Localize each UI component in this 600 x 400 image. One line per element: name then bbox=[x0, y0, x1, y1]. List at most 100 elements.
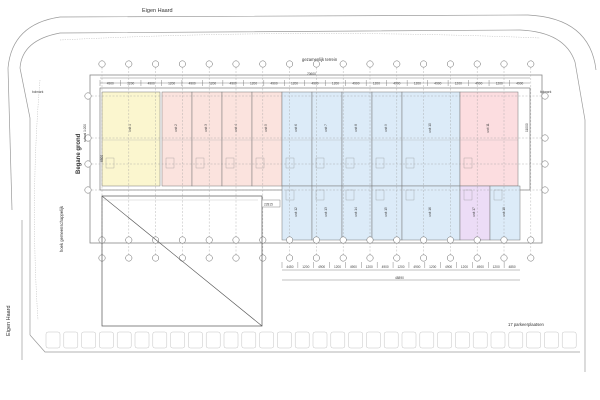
bottom-dimension: 4850 bbox=[509, 265, 516, 269]
courtyard-label: hoek gemeenschappelijk bbox=[59, 205, 64, 252]
top-dimension: 4900 bbox=[352, 82, 359, 86]
bottom-dimension: 1200 bbox=[397, 265, 404, 269]
neighbour-label-left: Eigen Haard bbox=[6, 305, 12, 336]
top-dimension: 1200 bbox=[496, 82, 503, 86]
top-dimension: 4900 bbox=[393, 82, 400, 86]
courtyard-area bbox=[101, 195, 263, 327]
corner-label-right: bolmark bbox=[540, 90, 552, 94]
grid-bubble-J bbox=[339, 60, 347, 262]
unit-14: unit 14 bbox=[341, 185, 373, 241]
top-dimension: 1200 bbox=[209, 82, 216, 86]
unit-label: unit 2 bbox=[174, 124, 178, 132]
unit-5: unit 5 bbox=[251, 91, 283, 187]
bottom-dimension: 4900 bbox=[350, 265, 357, 269]
parking-label: 17 parkeerplaatsen bbox=[508, 322, 545, 327]
bottom-dimension: 4900 bbox=[318, 265, 325, 269]
unit-6: unit 6 bbox=[281, 91, 313, 187]
units-lower-row: unit 12 unit 13 unit 14 unit 15 unit 16 unit … bbox=[281, 185, 521, 241]
inner-dimension: 22815 bbox=[264, 203, 273, 207]
grid-bubble-C bbox=[152, 60, 160, 262]
top-dimension: 1200 bbox=[414, 82, 421, 86]
grid-row-bubble-2 bbox=[84, 134, 549, 142]
top-dimension: 1200 bbox=[373, 82, 380, 86]
grid-bubble-N bbox=[446, 60, 454, 262]
top-dimension: 1200 bbox=[332, 82, 339, 86]
unit-label: unit 15 bbox=[384, 207, 388, 217]
unit-9: unit 9 bbox=[371, 91, 403, 187]
grid-bubble-I bbox=[312, 60, 320, 262]
unit-label: unit 14 bbox=[354, 207, 358, 217]
top-dimension: 4900 bbox=[107, 82, 114, 86]
grid-row-bubble-3 bbox=[84, 160, 549, 168]
bottom-dimension: 4900 bbox=[382, 265, 389, 269]
unit-label: unit 8 bbox=[354, 124, 358, 132]
top-dimension: 4900 bbox=[311, 82, 318, 86]
unit-4: unit 4 bbox=[221, 91, 253, 187]
site-boundary bbox=[7, 14, 597, 372]
unit-label: unit 16 bbox=[428, 207, 432, 217]
grid-bubble-O bbox=[473, 60, 481, 262]
scale-label: schaal 1:200 bbox=[83, 124, 87, 142]
top-dimension: 1200 bbox=[250, 82, 257, 86]
bottom-dimension: 4900 bbox=[413, 265, 420, 269]
corner-label-left: bolmark bbox=[32, 90, 44, 94]
top-dimension: 4900 bbox=[148, 82, 155, 86]
bottom-dimension: 4900 bbox=[477, 265, 484, 269]
bottom-dimension: 1200 bbox=[366, 265, 373, 269]
top-dimension: 4900 bbox=[271, 82, 278, 86]
unit-17: unit 17 bbox=[459, 185, 491, 241]
grid-bubbles bbox=[84, 60, 549, 262]
grid-bubble-F bbox=[232, 60, 240, 262]
unit-12: unit 12 bbox=[281, 185, 313, 241]
bottom-total-dimension: 48890 bbox=[395, 276, 404, 280]
top-dimension: 4900 bbox=[230, 82, 237, 86]
bottom-dimension: 1200 bbox=[461, 265, 468, 269]
unit-15: unit 15 bbox=[371, 185, 403, 241]
top-dimension: 1200 bbox=[455, 82, 462, 86]
grid-row-bubble-4 bbox=[84, 186, 549, 194]
unit-label: unit 3 bbox=[204, 124, 208, 132]
unit-3: unit 3 bbox=[191, 91, 223, 187]
unit-label: unit 17 bbox=[472, 207, 476, 217]
grid-bubble-L bbox=[393, 60, 401, 262]
unit-label: unit 1 bbox=[128, 124, 132, 132]
grid-bubble-M bbox=[420, 60, 428, 262]
bottom-dimension: 4900 bbox=[445, 265, 452, 269]
bottom-dimension: 1200 bbox=[493, 265, 500, 269]
top-dimension: 1200 bbox=[168, 82, 175, 86]
grid-bubble-Q bbox=[527, 60, 535, 262]
grid-lines bbox=[88, 64, 545, 260]
unit-label: unit 13 bbox=[324, 207, 328, 217]
unit-label: unit 11 bbox=[486, 123, 490, 133]
hedge-top bbox=[34, 33, 541, 321]
unit-8: unit 8 bbox=[341, 91, 373, 187]
unit-label: unit 10 bbox=[428, 123, 432, 133]
grid-bubble-E bbox=[205, 60, 213, 262]
unit-1: unit 1 bbox=[101, 91, 161, 187]
unit-2: unit 2 bbox=[161, 91, 193, 187]
left-edge-dimension: 6800 bbox=[100, 155, 104, 162]
bottom-dimension: 1200 bbox=[302, 265, 309, 269]
floor-title: Begane grond bbox=[76, 133, 82, 174]
top-dimension: 4900 bbox=[189, 82, 196, 86]
grid-bubble-P bbox=[500, 60, 508, 262]
unit-18: unit 18 bbox=[489, 185, 521, 241]
parking-area bbox=[45, 331, 577, 349]
unit-7: unit 7 bbox=[311, 91, 343, 187]
grid-bubble-H bbox=[286, 60, 294, 262]
grid-bubble-B bbox=[125, 60, 133, 262]
unit-11: unit 11 bbox=[459, 91, 519, 187]
top-dimension: 4900 bbox=[434, 82, 441, 86]
unit-label: unit 7 bbox=[324, 124, 328, 132]
right-edge-dimension: 11000 bbox=[525, 123, 529, 132]
top-dimension-chain: 4900 1200 4900 1200 4900 1200 4900 1200 4900 1200… bbox=[99, 80, 530, 86]
top-dimension: 1200 bbox=[127, 82, 134, 86]
bottom-dimension: 1200 bbox=[429, 265, 436, 269]
grid-bubble-K bbox=[366, 60, 374, 262]
grid-row-bubble-1 bbox=[84, 92, 549, 100]
terrain-dimension: 70600 bbox=[307, 72, 316, 76]
unit-label: unit 5 bbox=[264, 124, 268, 132]
top-dimension: 4900 bbox=[475, 82, 482, 86]
unit-16: unit 16 bbox=[401, 185, 461, 241]
